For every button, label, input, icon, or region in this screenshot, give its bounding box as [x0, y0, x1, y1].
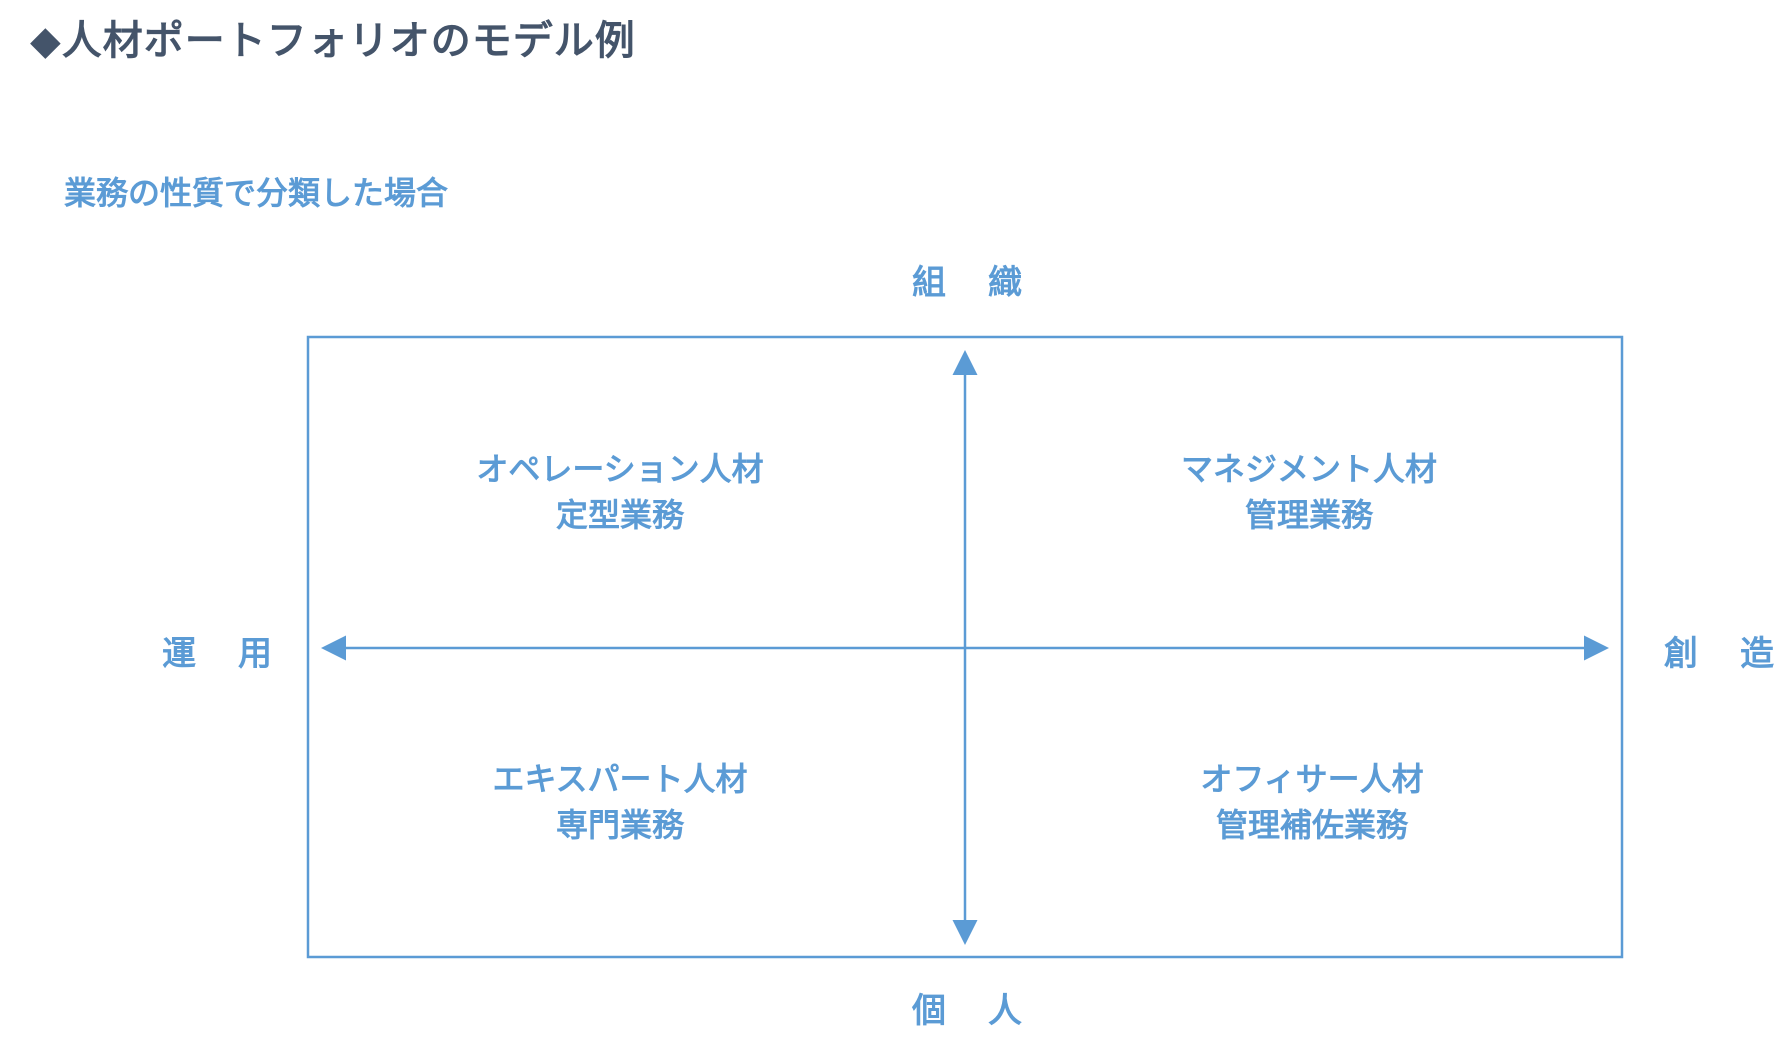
axis-label-right: 創 造: [1664, 634, 1778, 674]
axis-label-bottom: 個 人: [912, 991, 1026, 1031]
quadrant-work: 管理業務: [1244, 496, 1373, 534]
quadrant-bottom-left: エキスパート人材 専門業務: [420, 756, 820, 848]
quadrant-top-right: マネジメント人材 管理業務: [1109, 446, 1509, 538]
page-subtitle: 業務の性質で分類した場合: [64, 174, 449, 212]
page-title: ◆人材ポートフォリオのモデル例: [30, 18, 636, 64]
quadrant-role: エキスパート人材: [492, 760, 748, 798]
quadrant-role: オペレーション人材: [476, 450, 764, 488]
quadrant-top-left: オペレーション人材 定型業務: [420, 446, 820, 538]
quadrant-work: 専門業務: [555, 806, 684, 844]
axis-label-left: 運 用: [162, 634, 276, 674]
matrix-frame: [306, 335, 1624, 959]
quadrant-work: 管理補佐業務: [1215, 806, 1408, 844]
quadrant-role: オフィサー人材: [1200, 760, 1424, 798]
axis-label-top: 組 織: [912, 263, 1026, 303]
quadrant-role: マネジメント人材: [1180, 450, 1437, 488]
quadrant-work: 定型業務: [555, 496, 684, 534]
quadrant-bottom-right: オフィサー人材 管理補佐業務: [1112, 756, 1512, 848]
